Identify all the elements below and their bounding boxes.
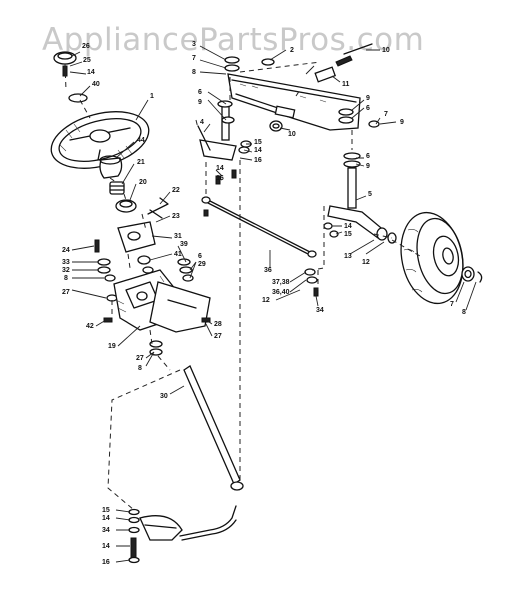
callout-19: 19	[108, 343, 116, 350]
callout-15: 15	[254, 139, 262, 146]
callout-9d: 9	[366, 163, 370, 170]
callout-39: 39	[180, 241, 188, 248]
drag-link	[183, 365, 244, 491]
tie-rod	[201, 196, 317, 258]
callout-21: 21	[137, 159, 145, 166]
callout-labels: 26 25 14 40 1 44 21 20 22 23 24 33 32 8 …	[62, 41, 466, 566]
axle-left-spindle	[217, 100, 235, 141]
callout-34b: 34	[102, 527, 110, 534]
callout-27: 27	[62, 289, 70, 296]
callout-15c: 15	[344, 231, 352, 238]
tie-rod-end-hardware	[203, 209, 319, 297]
callout-25: 25	[83, 57, 91, 64]
callout-9c: 9	[400, 119, 404, 126]
steering-wheel	[50, 111, 150, 169]
watermark-text: AppliancePartsPros.com	[42, 22, 424, 58]
wheel-retainer	[461, 266, 483, 283]
callout-10b: 10	[288, 131, 296, 138]
callout-4: 4	[200, 119, 204, 126]
right-spindle	[327, 152, 388, 239]
callout-7: 7	[192, 55, 196, 62]
callout-12: 12	[262, 297, 270, 304]
callout-31: 31	[174, 233, 182, 240]
callout-40: 40	[92, 81, 100, 88]
callout-6: 6	[198, 253, 202, 260]
callout-8b: 8	[138, 365, 142, 372]
steering-washer	[68, 93, 88, 103]
callout-23: 23	[172, 213, 180, 220]
callout-5: 5	[368, 191, 372, 198]
callout-41: 41	[174, 251, 182, 258]
steering-shaft-gear	[115, 199, 137, 213]
callout-33: 33	[62, 259, 70, 266]
callout-9: 9	[198, 99, 202, 106]
callout-15d: 15	[102, 507, 110, 514]
callout-7c: 7	[450, 301, 454, 308]
callout-6b: 6	[198, 89, 202, 96]
hardware-stack-left	[94, 239, 118, 302]
callout-14c: 14	[254, 147, 262, 154]
callout-10: 10	[382, 47, 390, 54]
steering-housing-upper	[117, 221, 156, 253]
callout-20: 20	[139, 179, 147, 186]
callout-7b: 7	[384, 111, 388, 118]
callout-2: 2	[290, 47, 294, 54]
callout-32: 32	[62, 267, 70, 274]
callout-42: 42	[86, 323, 94, 330]
callout-30: 30	[160, 393, 168, 400]
callout-9b: 9	[366, 95, 370, 102]
axle-pivot-top-hardware	[224, 56, 275, 72]
callout-36-40: 36,40	[272, 289, 290, 296]
callout-16: 16	[254, 157, 262, 164]
callout-37-38: 37,38	[272, 279, 290, 286]
callout-1: 1	[150, 93, 154, 100]
leader-lines	[69, 45, 477, 563]
callout-28: 28	[214, 321, 222, 328]
callout-44: 44	[137, 137, 145, 144]
axle-bushing-left	[269, 120, 283, 132]
front-axle	[227, 73, 361, 131]
steering-bushing	[109, 181, 125, 195]
callout-14f: 14	[102, 515, 110, 522]
callout-16d: 16	[102, 559, 110, 566]
gear-segment-small	[137, 255, 154, 274]
callout-34: 34	[316, 307, 324, 314]
callout-6c: 6	[366, 105, 370, 112]
pivot-bolt-spacer	[314, 43, 373, 83]
callout-6d: 6	[366, 153, 370, 160]
steering-boot	[99, 155, 123, 179]
steering-bracket	[149, 281, 211, 333]
assembly-dashed-lines	[64, 61, 421, 511]
callout-27b: 27	[214, 333, 222, 340]
callout-8: 8	[64, 275, 68, 282]
callout-13: 13	[344, 253, 352, 260]
callout-14d: 14	[216, 165, 224, 172]
right-spindle-hardware	[323, 222, 339, 238]
callout-12b: 12	[362, 259, 370, 266]
callout-22: 22	[172, 187, 180, 194]
steering-spring	[147, 197, 169, 219]
callout-8c: 8	[192, 69, 196, 76]
left-spindle-arm	[197, 125, 237, 161]
callout-29: 29	[198, 261, 206, 268]
callout-14e: 14	[344, 223, 352, 230]
callout-8d: 8	[462, 309, 466, 316]
lower-hardware-stack	[128, 508, 140, 564]
front-wheel	[400, 211, 464, 305]
callout-14g: 14	[102, 543, 110, 550]
callout-24: 24	[62, 247, 70, 254]
callout-14: 14	[87, 69, 95, 76]
tie-rod-lower	[179, 505, 237, 541]
callout-27c: 27	[136, 355, 144, 362]
steering-cap	[53, 51, 77, 65]
callout-3: 3	[192, 41, 196, 48]
callout-11: 11	[342, 81, 350, 88]
callout-26: 26	[82, 43, 90, 50]
callout-16c: 16	[216, 175, 224, 182]
pitman-arm	[139, 515, 183, 541]
callout-36: 36	[264, 267, 272, 274]
